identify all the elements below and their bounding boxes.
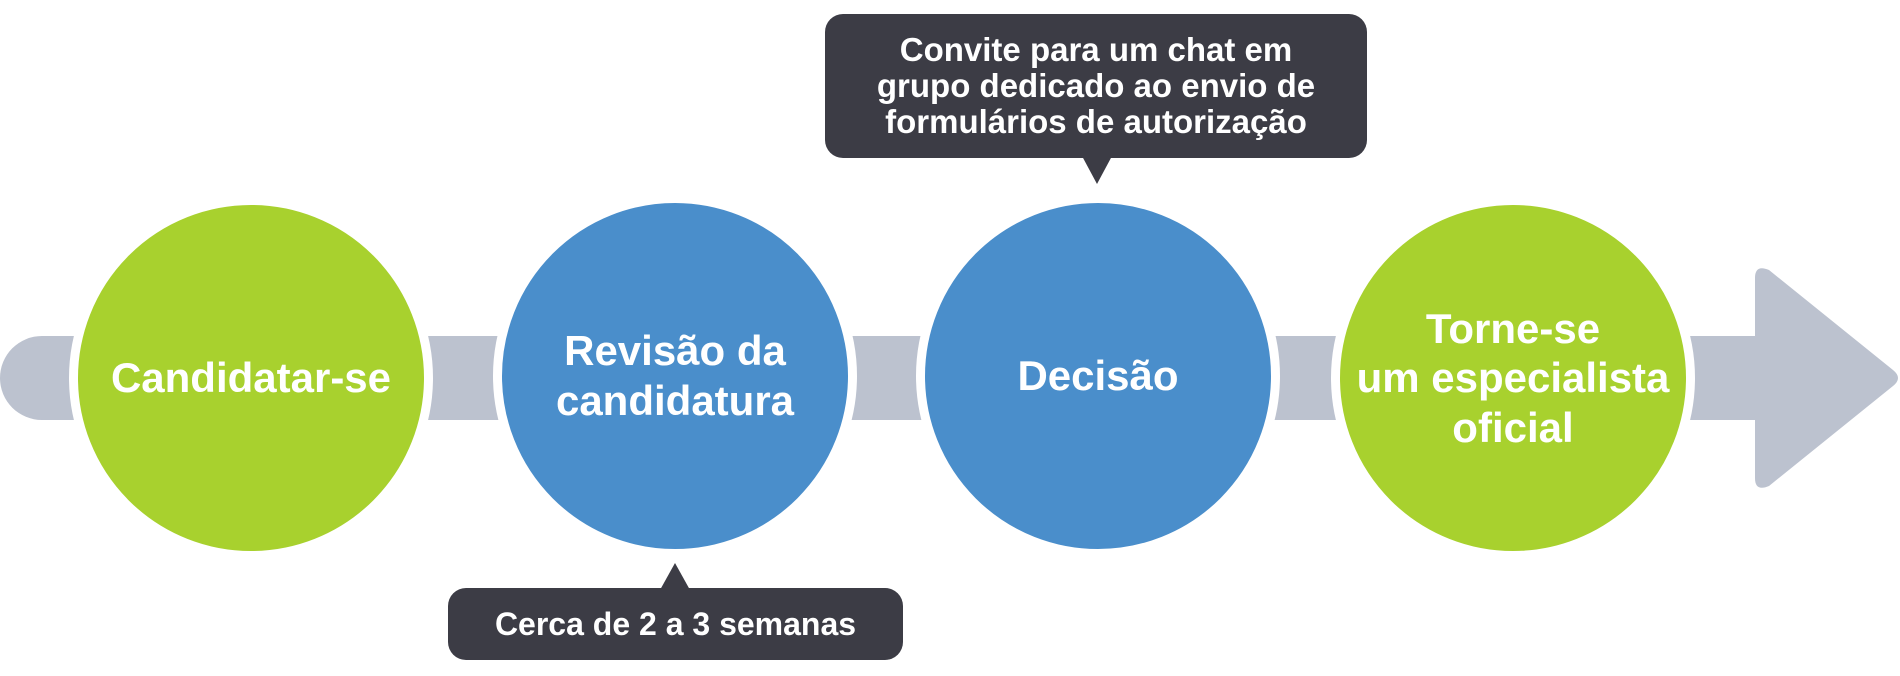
- arrow-right-icon: [1755, 268, 1898, 488]
- step-apply: Candidatar-se: [69, 196, 433, 560]
- step-application-review: Revisão da candidatura: [493, 194, 857, 558]
- step-become-expert-label: Torne-se um especialista oficial: [1356, 304, 1670, 451]
- step-apply-label: Candidatar-se: [110, 354, 392, 402]
- step-decision-label: Decisão: [1017, 352, 1179, 400]
- step-decision: Decisão: [916, 194, 1280, 558]
- decision-callout: Convite para um chat em grupo dedicado a…: [825, 14, 1367, 158]
- decision-callout-pointer: [1082, 156, 1112, 184]
- review-duration-callout: Cerca de 2 a 3 semanas: [448, 588, 903, 660]
- flow-connector-end: [1685, 336, 1765, 420]
- step-application-review-label: Revisão da candidatura: [555, 327, 795, 424]
- flow-connector-start: [0, 336, 74, 420]
- step-become-expert: Torne-se um especialista oficial: [1331, 196, 1695, 560]
- review-callout-pointer: [660, 563, 690, 590]
